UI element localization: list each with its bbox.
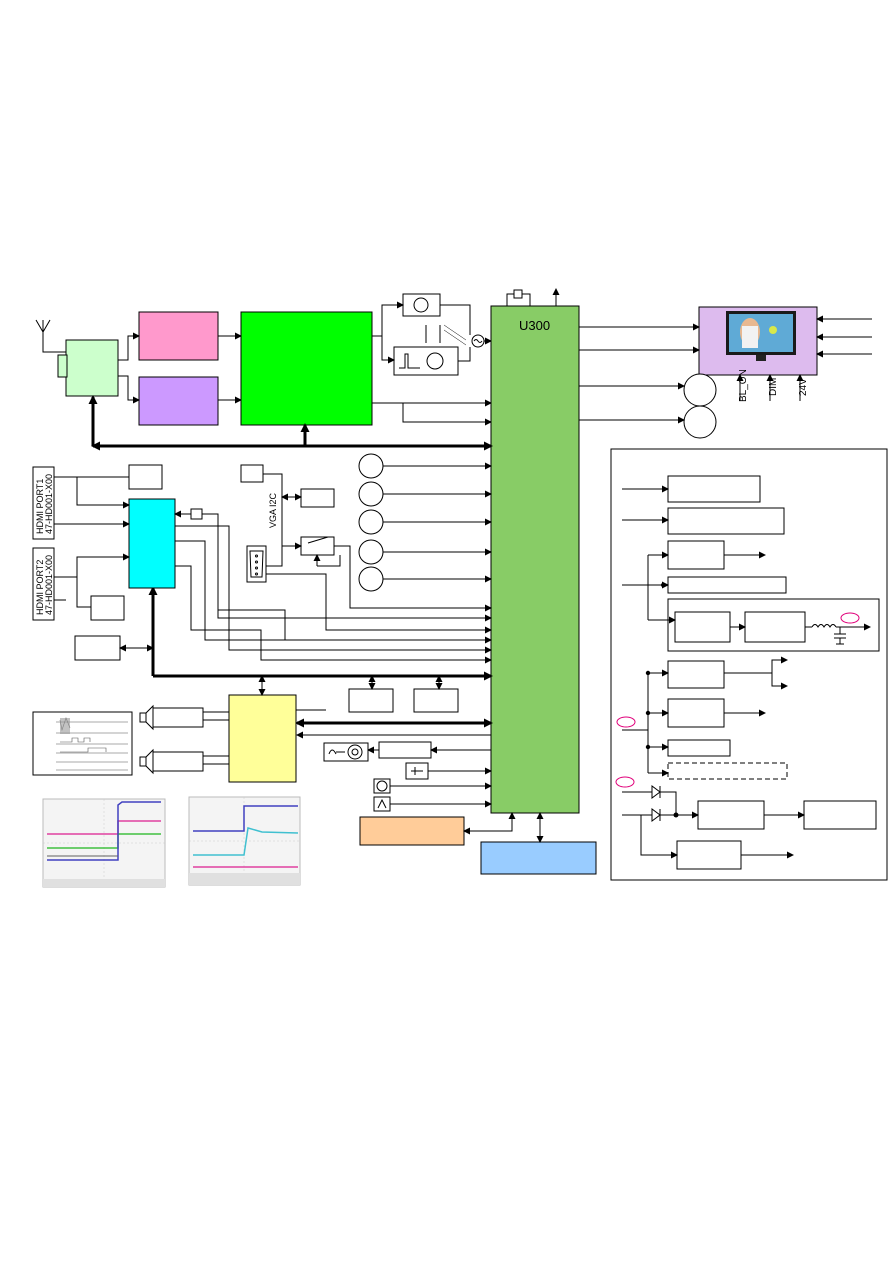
if-demod-block-a	[138, 311, 219, 361]
video-decoder-block	[240, 311, 373, 426]
av-input-jack-1	[358, 453, 384, 479]
main-scaler-u300	[490, 305, 580, 814]
vga-connector	[246, 545, 267, 583]
cec-block	[74, 635, 121, 661]
power-block-9	[667, 739, 731, 757]
hdmi-port2-label: HDMI PORT2	[35, 560, 45, 615]
hdmi-eeprom-2	[90, 595, 125, 621]
headphone-amp-block	[378, 741, 432, 759]
tuner-port	[57, 354, 68, 378]
power-block-10	[697, 800, 765, 830]
audio-filter-right	[152, 751, 204, 772]
headphone-jack-icon	[323, 742, 369, 762]
hdmi-switch-block	[128, 498, 176, 589]
crystal-oscillator	[506, 288, 560, 306]
audio-block-a	[348, 688, 394, 713]
power-block-optional	[667, 762, 788, 780]
av-input-jack-2	[358, 481, 384, 507]
tv-picture-icon	[726, 311, 796, 361]
hdmi-hpd-switch	[190, 508, 203, 520]
speaker-left-icon	[139, 704, 154, 731]
hdmi-port2-sublabel: 47-HD001-X00	[44, 555, 54, 615]
audio-amp-block	[228, 694, 297, 783]
av-input-jack-5	[358, 566, 384, 592]
power-block-5	[674, 611, 731, 643]
lvds-connector-2	[683, 405, 717, 439]
lvds-connector-1	[683, 373, 717, 407]
usb-icon	[405, 762, 429, 780]
power-block-12	[676, 840, 742, 870]
audio-filter-left	[152, 707, 204, 728]
dim-label: DIM	[768, 378, 779, 396]
test-point-marker-1	[840, 612, 860, 624]
av-input-jack-4	[358, 539, 384, 565]
hdmi-eeprom-1	[128, 464, 163, 490]
vga-edid-block	[300, 488, 335, 508]
power-block-2	[667, 507, 785, 535]
hdmi-port1-box	[32, 466, 55, 540]
speaker-right-icon	[139, 748, 154, 775]
video-buffer-transistors	[393, 293, 485, 376]
test-point-marker-2	[616, 716, 636, 728]
av-input-jack-3	[358, 509, 384, 535]
vga-eeprom	[240, 464, 264, 483]
power-block-7	[667, 660, 725, 689]
if-demod-block-b	[138, 376, 219, 426]
hdmi-port1-label: HDMI PORT1	[35, 479, 45, 534]
power-block-3	[667, 540, 725, 570]
antenna-icon	[35, 319, 66, 353]
power-block-6	[744, 611, 806, 643]
audio-block-b	[413, 688, 459, 713]
hdmi-port1-sublabel: 47-HD001-X00	[44, 474, 54, 534]
power-block-8	[667, 698, 725, 728]
power-section-frame	[610, 448, 888, 881]
vga-i2c-label: VGA I2C	[268, 492, 278, 528]
power-block-11	[803, 800, 877, 830]
power-subframe	[667, 598, 880, 652]
bl-on-label: BL_ON	[738, 369, 749, 402]
timing-waveform-thumbnail	[32, 711, 133, 776]
flash-memory-block	[359, 816, 465, 846]
key-switch-icon	[373, 796, 391, 812]
oscilloscope-capture-2	[188, 796, 301, 886]
ir-receiver-icon	[373, 778, 391, 794]
tuner-block	[65, 339, 119, 397]
24v-label: 24V	[798, 378, 809, 396]
oscilloscope-capture-1	[42, 798, 166, 888]
u300-label: U300	[519, 318, 550, 333]
power-block-4	[667, 576, 787, 594]
ddr-memory-block	[480, 841, 597, 875]
power-block-1	[667, 475, 761, 503]
test-point-marker-3	[615, 776, 635, 788]
hdmi-port2-box	[32, 547, 55, 621]
